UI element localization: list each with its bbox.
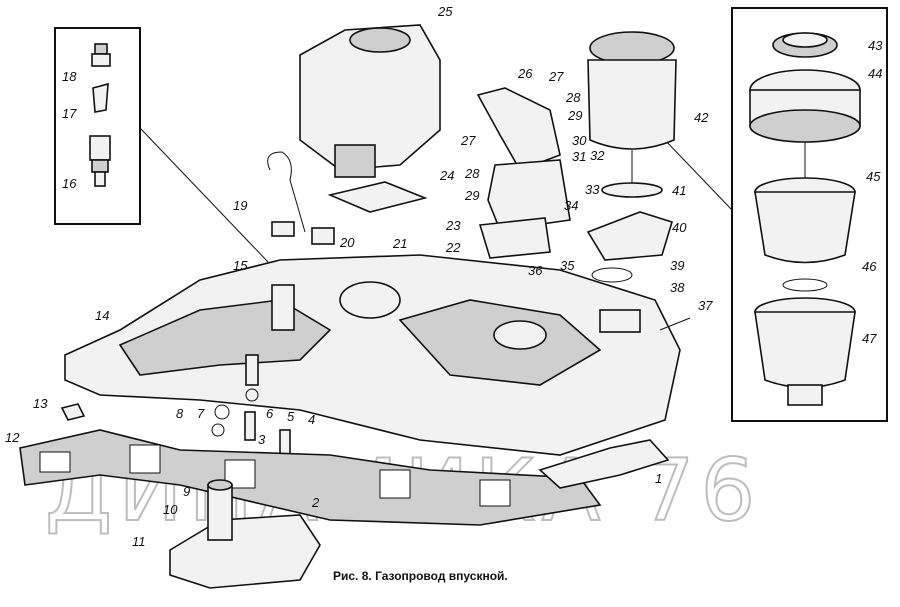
callout-31: 31 [572, 149, 586, 164]
callout-7: 7 [197, 406, 205, 421]
callout-41: 41 [672, 183, 686, 198]
ring-46 [782, 278, 828, 292]
callout-27a: 27 [548, 69, 564, 84]
cover-44 [749, 69, 861, 185]
fitting-18 [91, 43, 111, 67]
callout-42: 42 [694, 110, 709, 125]
callout-5: 5 [287, 409, 295, 424]
callout-34: 34 [564, 198, 578, 213]
callout-3: 3 [258, 432, 266, 447]
callout-38: 38 [670, 280, 685, 295]
callout-9: 9 [183, 484, 190, 499]
callout-28b: 28 [464, 166, 480, 181]
callout-16: 16 [62, 176, 77, 191]
leader-left-inset [139, 127, 291, 286]
callout-22: 22 [445, 240, 461, 255]
callout-13: 13 [33, 396, 48, 411]
callout-11: 11 [132, 534, 146, 549]
air-cleaner-42 [587, 31, 677, 185]
callout-27b: 27 [460, 133, 476, 148]
air-elbow-26 [476, 87, 571, 259]
callout-47: 47 [862, 331, 877, 346]
callout-32: 32 [590, 148, 605, 163]
callout-40: 40 [672, 220, 687, 235]
housing-47 [754, 297, 856, 406]
gasket-39 [591, 267, 633, 283]
gasket-41 [601, 182, 663, 198]
callout-46: 46 [862, 259, 877, 274]
callout-10: 10 [163, 502, 178, 517]
rod-19 [267, 151, 335, 245]
fitting-16 [89, 135, 111, 187]
callout-37: 37 [698, 298, 713, 313]
gasket-12 [19, 429, 602, 526]
gasket-24 [327, 181, 428, 213]
callout-14: 14 [95, 308, 109, 323]
inset-frame-left [54, 27, 141, 225]
callout-17: 17 [62, 106, 77, 121]
adapter-40 [586, 211, 673, 261]
callout-39: 39 [670, 258, 684, 273]
inset-frame-right [731, 7, 888, 422]
callout-4: 4 [308, 412, 315, 427]
gasket-ports [39, 444, 511, 507]
carburetor-25 [299, 24, 441, 178]
callout-6: 6 [266, 406, 274, 421]
clip-17 [92, 82, 109, 113]
callout-24: 24 [439, 168, 454, 183]
callout-12: 12 [5, 430, 20, 445]
callout-29b: 29 [464, 188, 479, 203]
callout-8: 8 [176, 406, 184, 421]
leader-right-inset [662, 137, 733, 211]
callout-25: 25 [437, 4, 453, 19]
callout-2: 2 [311, 495, 320, 510]
callout-20: 20 [339, 235, 355, 250]
callout-19: 19 [233, 198, 247, 213]
callout-44: 44 [868, 66, 882, 81]
bracket-1 [538, 439, 670, 489]
callout-28a: 28 [565, 90, 581, 105]
callout-29a: 29 [567, 108, 582, 123]
filter-45 [754, 177, 856, 264]
callout-30: 30 [572, 133, 587, 148]
callout-26: 26 [517, 66, 533, 81]
intake-manifold-14 [64, 254, 681, 456]
bolt-13 [60, 403, 86, 421]
callout-21: 21 [392, 236, 407, 251]
callout-43: 43 [868, 38, 883, 53]
callout-45: 45 [866, 169, 881, 184]
nut-43 [772, 32, 838, 58]
cover-11 [169, 479, 321, 589]
callout-18: 18 [62, 69, 77, 84]
callout-labels: 1 2 3 4 5 6 7 8 9 10 11 12 13 14 15 16 1… [5, 4, 883, 549]
callout-1: 1 [655, 471, 662, 486]
callout-33: 33 [585, 182, 600, 197]
callout-15: 15 [233, 258, 248, 273]
stud-37 [659, 317, 691, 331]
callout-36: 36 [528, 263, 543, 278]
callout-23: 23 [445, 218, 461, 233]
callout-35: 35 [560, 258, 575, 273]
figure-caption: Рис. 8. Газопровод впускной. [333, 569, 508, 583]
